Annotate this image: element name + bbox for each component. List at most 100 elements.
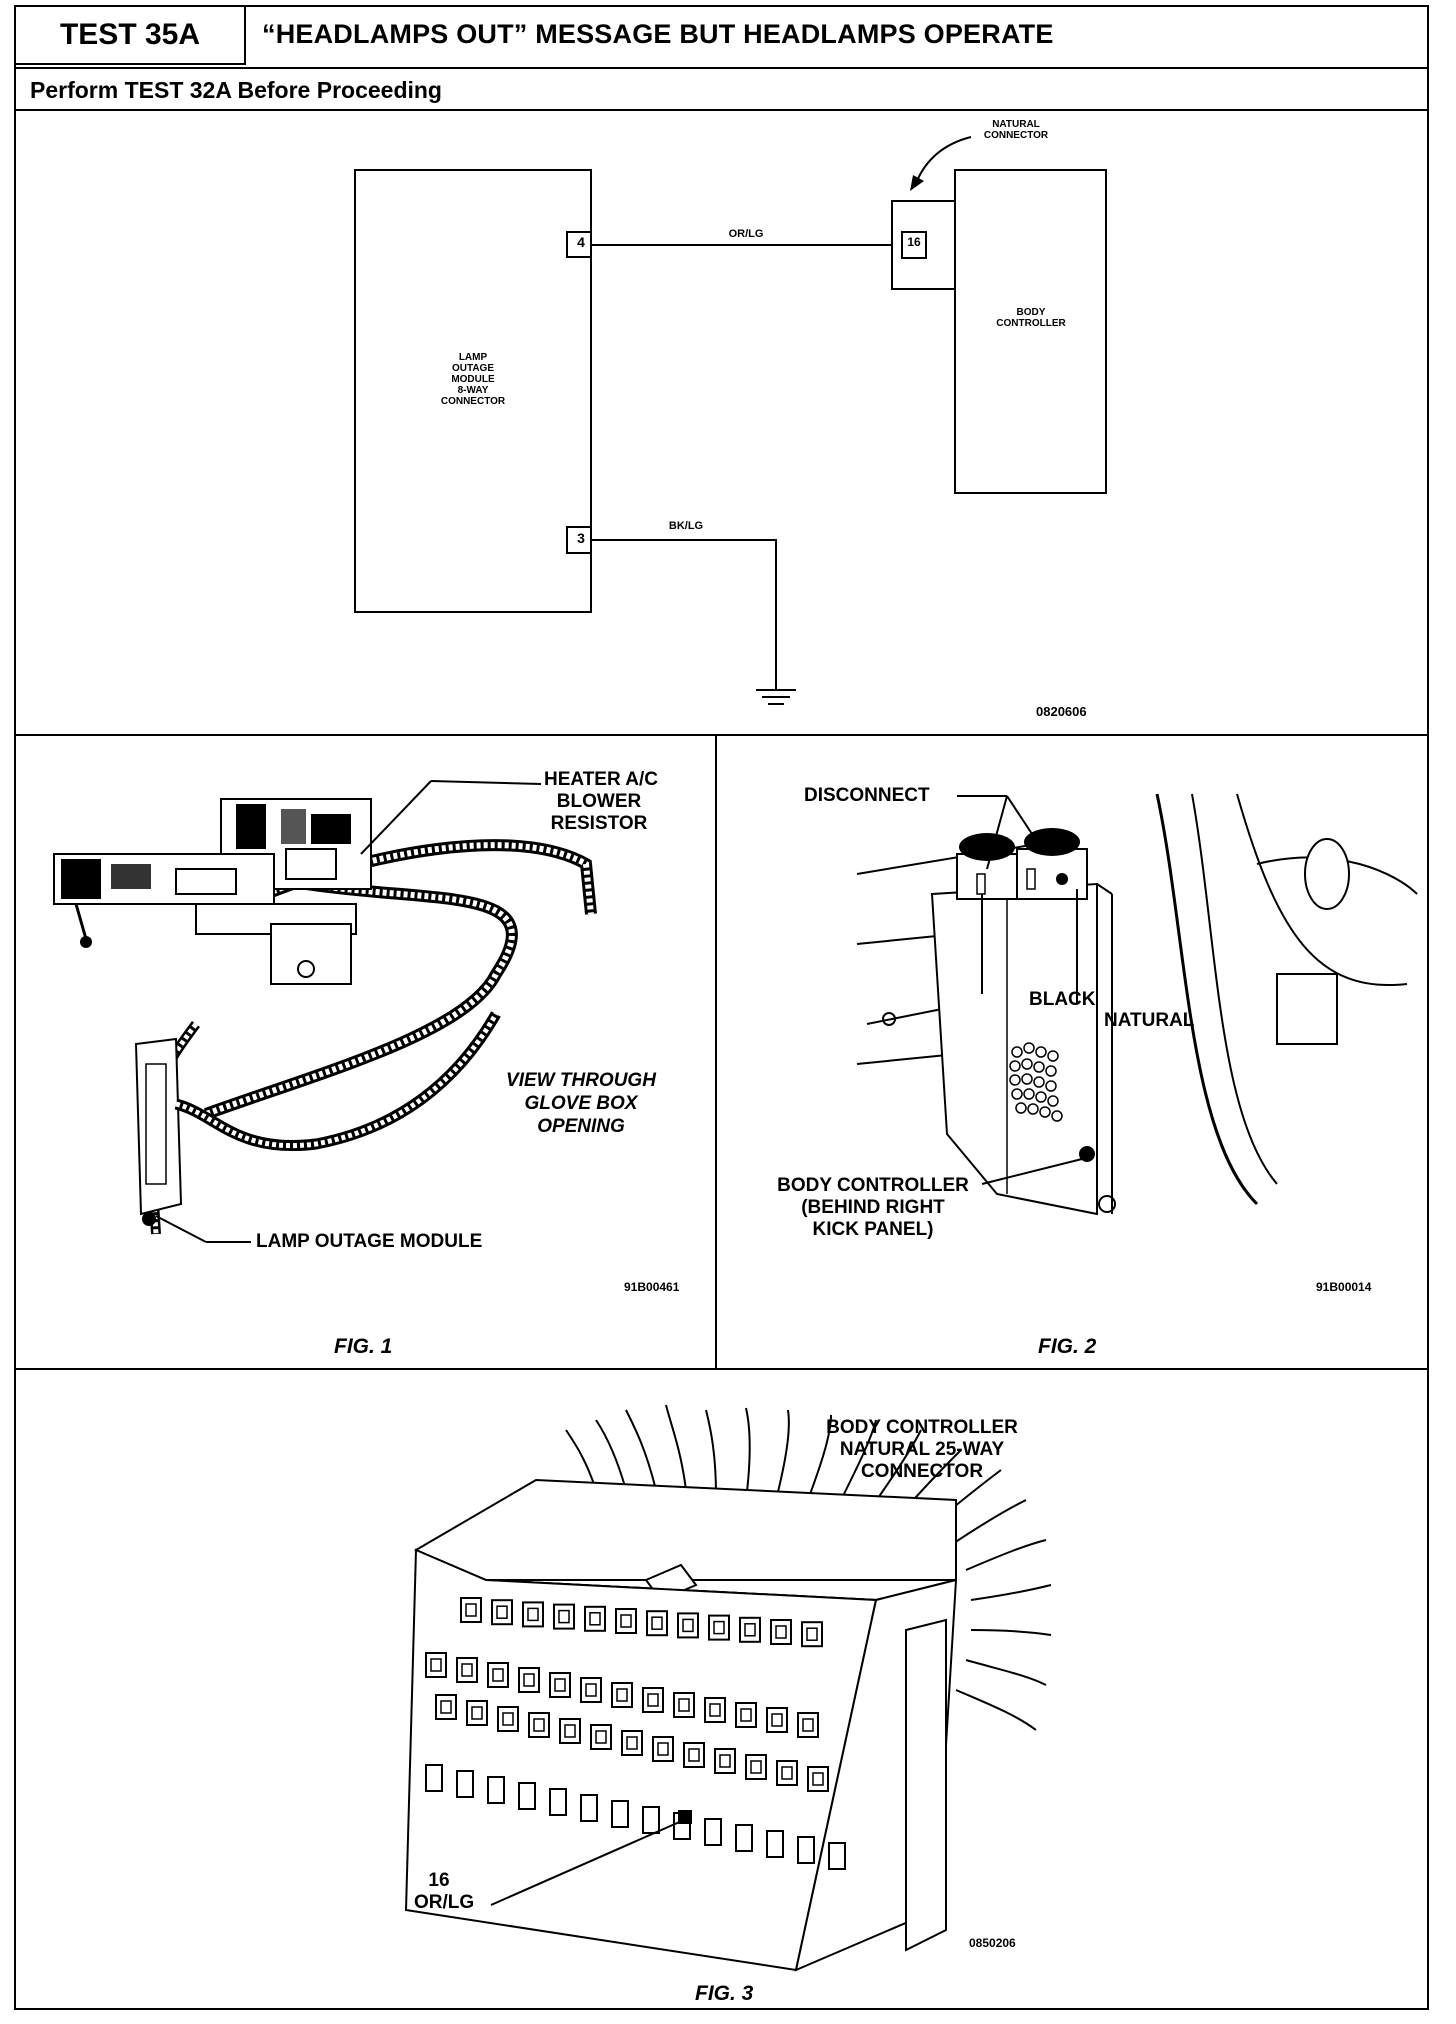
connector-cavity-terminal [781, 1766, 793, 1780]
heater-resistor-label: HEATER A/C BLOWER RESISTOR [544, 769, 658, 834]
lamp-outage-module-label: LAMP OUTAGE MODULE [256, 1231, 483, 1252]
connector-cavity [487, 1662, 509, 1688]
connector-cavity [797, 1712, 819, 1738]
connector-tooth [425, 1764, 443, 1792]
connector-cavity-terminal [709, 1703, 721, 1717]
connector-cavity [646, 1610, 668, 1637]
connector-cavity-terminal [626, 1736, 638, 1750]
connector-cavity [704, 1697, 726, 1723]
connector-cavity [518, 1667, 540, 1693]
header-divider [16, 67, 1427, 69]
connector-cavity [766, 1707, 788, 1733]
connector-cavity [739, 1616, 761, 1643]
connector-cavity-terminal [688, 1748, 700, 1762]
connector-cavity [491, 1599, 513, 1626]
disconnect-label: DISCONNECT [804, 785, 930, 806]
connector-cavity [559, 1718, 581, 1744]
connector-cavity-terminal [802, 1718, 814, 1732]
connector-cavity [590, 1724, 612, 1750]
connector-cavity [776, 1760, 798, 1786]
connector-cavity [677, 1612, 699, 1639]
body-controller-label: BODY CONTROLLER [996, 307, 1066, 329]
fig3-divider [16, 1368, 1427, 1370]
connector-cavity [745, 1754, 767, 1780]
connector-cavity-terminal [558, 1609, 570, 1624]
figure-divider [715, 734, 717, 1368]
connector-cavity [553, 1603, 575, 1630]
connector-cavity-terminal [465, 1603, 477, 1617]
connector-cavity-terminal [806, 1627, 818, 1641]
connector-tooth [704, 1818, 722, 1846]
fig2-code: 91B00014 [1316, 1280, 1372, 1294]
connector-tooth [611, 1800, 629, 1828]
pin-16-label: 16 [907, 235, 921, 249]
wire-or-lg-label: OR/LG [728, 228, 764, 240]
connector-cavity [807, 1766, 829, 1792]
pin-3-label: 3 [577, 530, 585, 546]
connector-cavity [466, 1700, 488, 1726]
connector-cavity-terminal [523, 1673, 535, 1687]
connector-cavity [708, 1614, 730, 1641]
fig1-code: 91B00461 [624, 1280, 680, 1294]
connector-cavity [673, 1692, 695, 1718]
connector-cavity [522, 1601, 544, 1628]
fig3-title: BODY CONTROLLER NATURAL 25-WAY CONNECTOR [826, 1417, 1018, 1482]
connector-cavity-terminal [589, 1612, 601, 1626]
connector-cavity-terminal [657, 1742, 669, 1756]
connector-cavity-terminal [527, 1607, 539, 1622]
fig1-illustration [53, 780, 597, 1243]
connector-cavity [456, 1657, 478, 1683]
connector-cavity-terminal [812, 1772, 824, 1786]
fig1-caption: FIG. 1 [334, 1335, 393, 1358]
connector-cavity-terminal [461, 1663, 473, 1677]
connector-tooth [735, 1824, 753, 1852]
fig2-caption: FIG. 2 [1038, 1335, 1097, 1358]
black-connector-label: BLACK [1029, 989, 1096, 1010]
connector-cavity [683, 1742, 705, 1768]
schematic-divider [16, 734, 1427, 736]
connector-cavity-terminal [620, 1614, 632, 1628]
connector-cavity-terminal [682, 1618, 694, 1633]
connector-cavity [714, 1748, 736, 1774]
view-through-label: VIEW THROUGH GLOVE BOX OPENING [506, 1070, 656, 1137]
connector-tooth [797, 1836, 815, 1864]
connector-cavity [549, 1672, 571, 1698]
connector-cavity [801, 1621, 823, 1648]
fig3-caption: FIG. 3 [695, 1982, 754, 2005]
connector-cavity-terminal [678, 1698, 690, 1712]
connector-cavity-terminal [775, 1625, 787, 1639]
connector-cavity [584, 1605, 606, 1632]
connector-cavity-terminal [564, 1724, 576, 1738]
connector-cavity-terminal [713, 1620, 725, 1635]
connector-cavity-terminal [740, 1708, 752, 1722]
connector-cavity-terminal [595, 1730, 607, 1744]
pin-4-label: 4 [577, 234, 585, 250]
connector-cavity-terminal [616, 1688, 628, 1702]
connector-cavity-terminal [771, 1713, 783, 1727]
connector-cavity-terminal [502, 1712, 514, 1726]
connector-tooth [549, 1788, 567, 1816]
test-title: “HEADLAMPS OUT” MESSAGE BUT HEADLAMPS OP… [262, 19, 1054, 49]
subtitle: Perform TEST 32A Before Proceeding [30, 77, 442, 103]
body-controller-location-label: BODY CONTROLLER (BEHIND RIGHT KICK PANEL… [777, 1175, 969, 1240]
connector-tooth [518, 1782, 536, 1810]
connector-cavity-terminal [492, 1668, 504, 1682]
connector-cavity [652, 1736, 674, 1762]
connector-cavity [621, 1730, 643, 1756]
connector-cavity-terminal [554, 1678, 566, 1692]
natural-connector-fig2-label: NATURAL [1104, 1010, 1195, 1031]
connector-cavity-terminal [651, 1616, 663, 1630]
connector-cavity [770, 1619, 792, 1645]
natural-connector-label: NATURAL CONNECTOR [983, 119, 1049, 141]
connector-cavity-terminal [744, 1623, 756, 1637]
fig2-illustration [856, 793, 1418, 1216]
connector-cavity [642, 1687, 664, 1713]
test-page: TEST 35A “HEADLAMPS OUT” MESSAGE BUT HEA… [14, 5, 1429, 2010]
connector-cavity [735, 1702, 757, 1728]
connector-tooth [456, 1770, 474, 1798]
connector-cavity-terminal [585, 1683, 597, 1697]
connector-tooth [580, 1794, 598, 1822]
connector-cavity [435, 1694, 457, 1720]
connector-cavity [580, 1677, 602, 1703]
connector-cavity-terminal [496, 1605, 508, 1619]
